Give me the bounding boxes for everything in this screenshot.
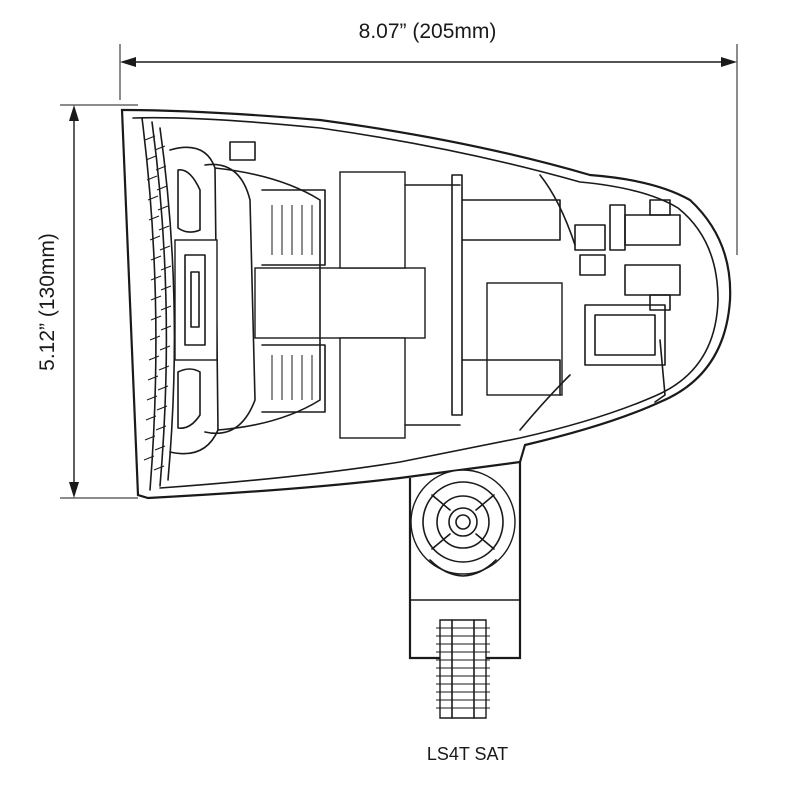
mount-bracket [408,462,522,660]
woofer-assembly [169,141,326,455]
height-dimension-label: 5.12” (130mm) [36,233,59,371]
width-arrow-left [120,57,136,67]
model-label: LS4T SAT [426,744,509,764]
threaded-stud [436,619,490,719]
width-arrow-right [721,57,737,67]
width-dimension-label: 8.07” (205mm) [358,20,497,43]
height-dimension [60,104,138,499]
rear-terminals [574,199,681,403]
speaker-housing [120,108,732,500]
crossover-board [451,174,666,431]
magnet-assembly [254,171,461,439]
height-arrow-bottom [69,482,79,498]
front-grille [141,117,176,491]
height-arrow-top [69,105,79,121]
width-dimension [119,44,738,255]
